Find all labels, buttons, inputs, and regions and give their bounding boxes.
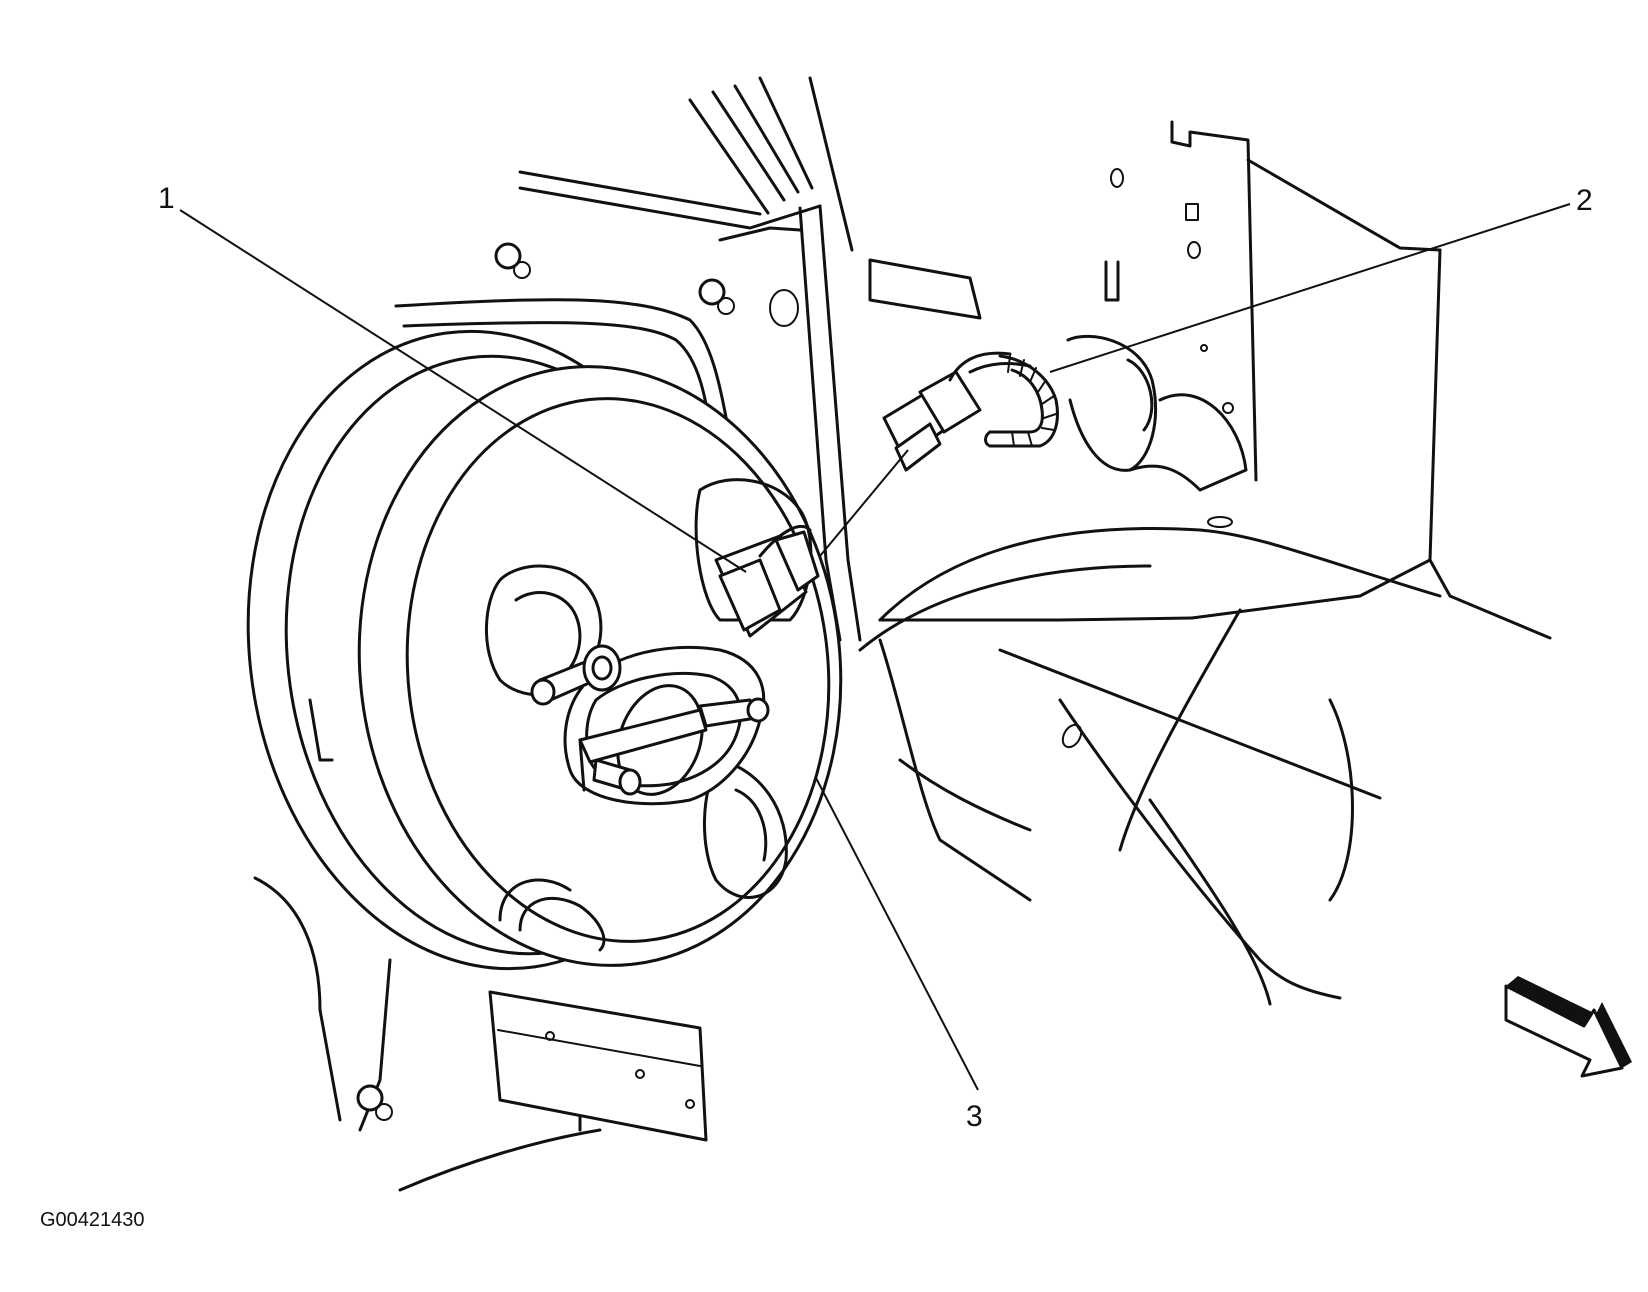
- harness-connector: [882, 351, 1059, 472]
- mount-bolt-icon: [356, 1084, 393, 1121]
- mount-bolt-icon: [494, 242, 531, 279]
- brake-booster: [246, 329, 843, 971]
- callout-label-3: 3: [966, 1100, 983, 1133]
- vacuum-sensor-connector: [714, 524, 820, 638]
- front-direction-arrow-icon: [1504, 976, 1632, 1078]
- leader-line-3: [815, 777, 979, 1091]
- leader-line-1: [179, 209, 747, 573]
- callout-leaders: [179, 203, 1571, 1091]
- firewall-structure: [253, 76, 1552, 1192]
- callout-label-1: 1: [158, 182, 175, 215]
- figure-id: G00421430: [40, 1209, 145, 1231]
- leader-line-2: [1049, 203, 1571, 373]
- connector-wire: [819, 449, 909, 557]
- callout-label-2: 2: [1576, 184, 1593, 217]
- mount-bolt-icon: [698, 278, 735, 315]
